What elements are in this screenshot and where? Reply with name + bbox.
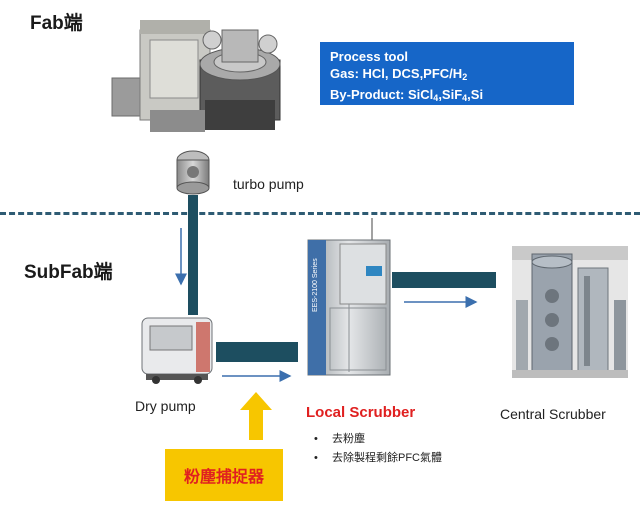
local-scrubber-label: Local Scrubber (306, 404, 416, 421)
turbo-to-dry-pipe (188, 195, 198, 315)
subfab-section-label: SubFab端 (24, 262, 113, 283)
dry-to-scrubber-pipe (216, 342, 298, 362)
process-tool-machine (111, 20, 281, 132)
yellow-up-arrow (240, 392, 272, 440)
central-scrubber-unit (512, 246, 628, 378)
scrubber-model-label: EES-2100 Series (312, 258, 319, 312)
fab-section-label: Fab端 (30, 13, 83, 34)
list-item: •去除製程剩餘PFC氣體 (314, 452, 442, 464)
particle-trap-box: 粉塵捕捉器 (165, 449, 283, 501)
turbo-pump-unit (176, 150, 210, 195)
local-scrubber-cabinet (307, 218, 391, 376)
process-tool-info-box: Process tool Gas: HCl, DCS,PFC/H2 By-Pro… (320, 42, 574, 105)
central-scrubber-label: Central Scrubber (500, 406, 606, 422)
process-tool-title: Process tool (330, 49, 409, 64)
scrubber-to-central-pipe (392, 272, 496, 288)
fab-subfab-divider (0, 212, 640, 215)
process-byproduct-line: By-Product: SiCl4,SiF4,Si (330, 87, 484, 103)
dry-pump-unit (141, 317, 213, 384)
list-item: •去粉塵 (314, 433, 365, 445)
process-gas-line: Gas: HCl, DCS,PFC/H2 (330, 66, 468, 82)
dry-pump-label: Dry pump (135, 398, 196, 414)
local-scrubber-function-list: •去粉塵 •去除製程剩餘PFC氣體 (314, 430, 442, 468)
turbo-pump-label: turbo pump (233, 176, 304, 192)
particle-trap-label: 粉塵捕捉器 (183, 469, 264, 486)
